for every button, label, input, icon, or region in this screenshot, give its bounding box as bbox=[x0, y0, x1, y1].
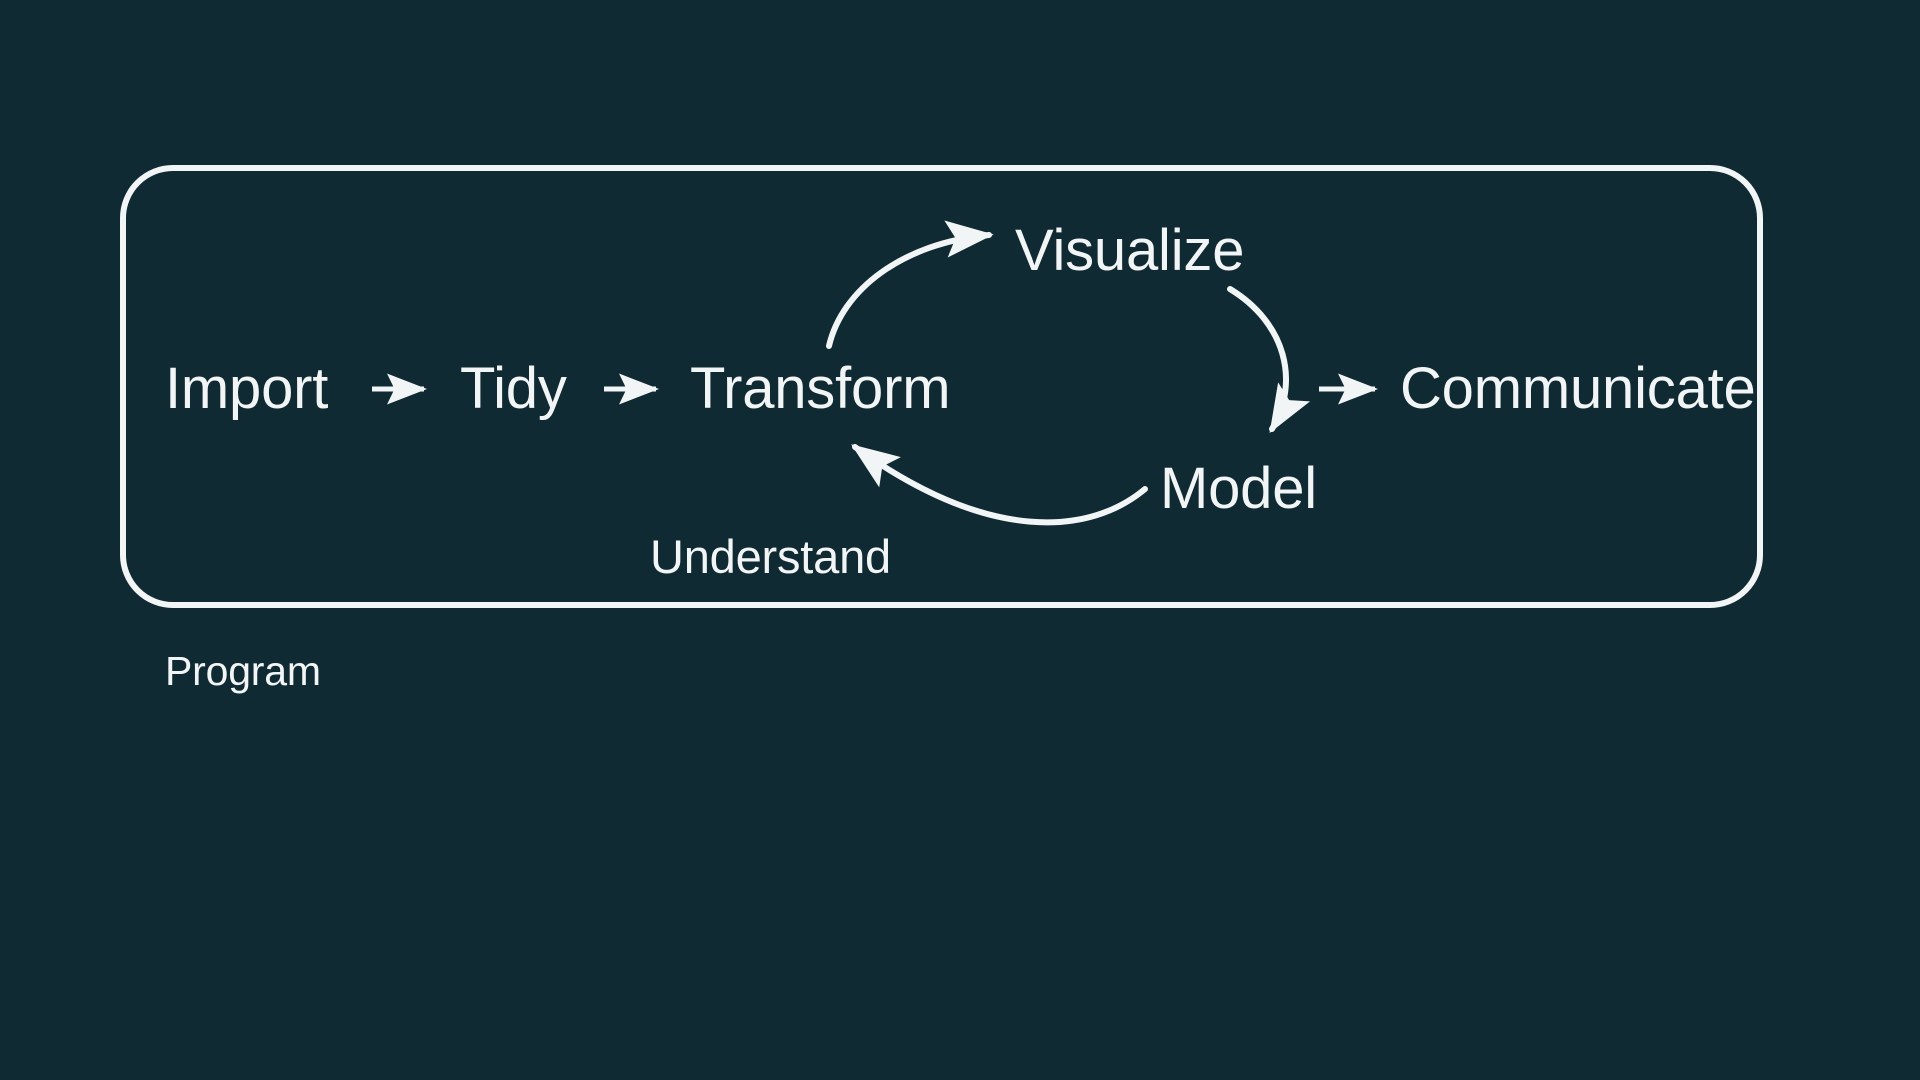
node-transform[interactable]: Transform bbox=[690, 356, 951, 421]
arrow-transform-to-visualize bbox=[826, 220, 994, 349]
arrow-model-to-transform bbox=[851, 444, 1148, 526]
node-communicate[interactable]: Communicate bbox=[1400, 356, 1756, 421]
node-tidy[interactable]: Tidy bbox=[460, 356, 567, 421]
label-understand: Understand bbox=[650, 530, 891, 583]
node-model[interactable]: Model bbox=[1160, 456, 1317, 521]
node-import[interactable]: Import bbox=[165, 356, 329, 421]
arrow-visualize-to-model bbox=[1227, 286, 1311, 434]
label-program: Program bbox=[165, 648, 321, 694]
program-boundary-box bbox=[120, 165, 1763, 608]
node-visualize[interactable]: Visualize bbox=[1015, 218, 1245, 283]
